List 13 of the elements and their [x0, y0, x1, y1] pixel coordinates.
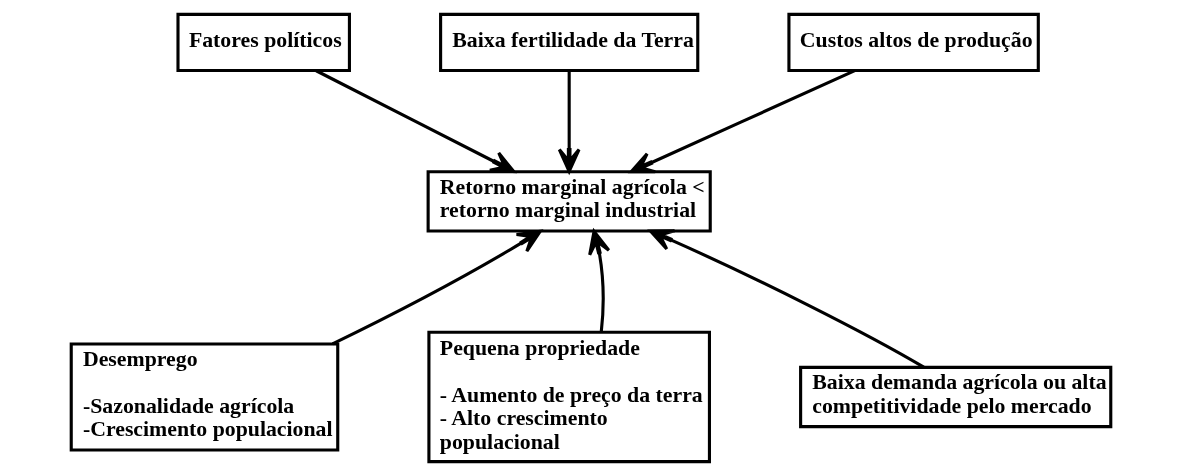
- arrow: [331, 229, 542, 346]
- node-box: Custos altos de produção: [787, 12, 1040, 72]
- node-box: Baixa demanda agrícola ou alta competitividade pelo mercado: [799, 365, 1113, 429]
- node-box: Fatores políticos: [176, 12, 351, 72]
- arrow: [557, 71, 581, 173]
- arrow: [315, 69, 516, 174]
- arrow: [629, 69, 856, 174]
- node-box: Desemprego -Sazonalidade agrícola -Crescimento populacional: [69, 342, 340, 452]
- node-box: Baixa fertilidade da Terra: [439, 12, 700, 72]
- node-box: Retorno marginal agrícola < retorno marginal industrial: [426, 170, 712, 233]
- arrow: [588, 229, 611, 333]
- node-box: Pequena propriedade - Aumento de preço da terra - Alto crescimento populacional: [427, 330, 711, 464]
- arrow: [649, 229, 925, 369]
